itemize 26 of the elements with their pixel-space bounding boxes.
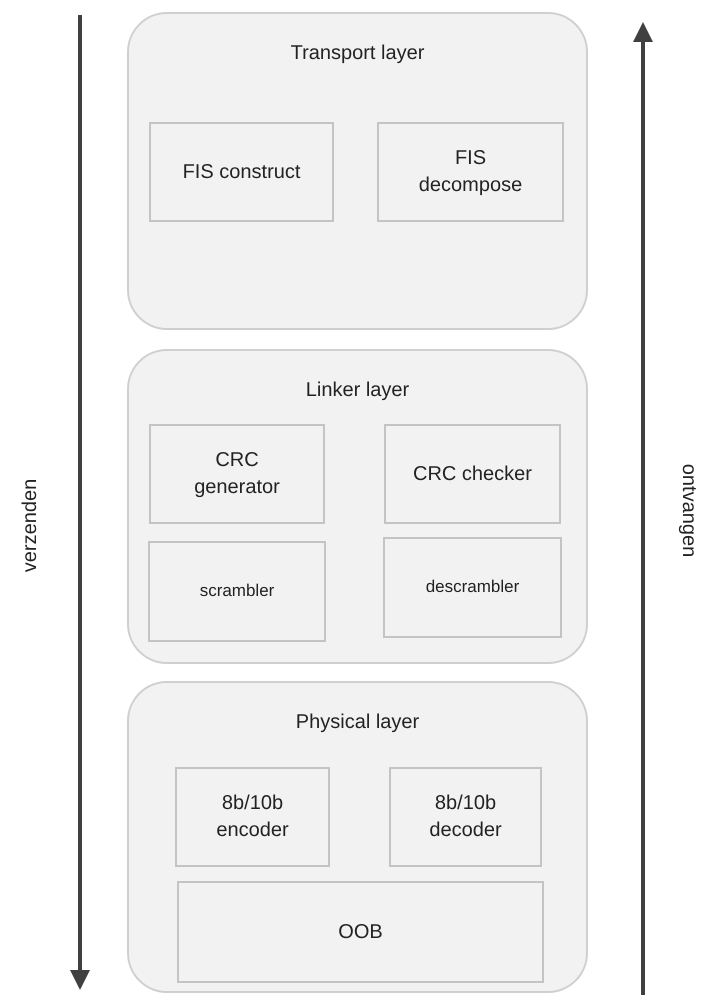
component-box: [177, 881, 544, 983]
component-box: [148, 541, 326, 642]
component-label: 8b/10b encoder: [215, 791, 290, 843]
layer-panel: [127, 12, 588, 330]
component-label: OOB: [338, 920, 383, 944]
layer-title: Transport layer: [290, 42, 426, 65]
component-label: descrambler: [426, 576, 520, 598]
component-label: CRC checker: [413, 462, 532, 486]
component-label: FIS decompose: [418, 146, 524, 198]
layer-panel: [127, 349, 588, 664]
component-label: CRC generator: [193, 448, 281, 500]
direction-label: ontvangen: [676, 463, 700, 557]
component-box: [149, 424, 325, 524]
component-box: [149, 122, 334, 222]
component-box: [377, 122, 564, 222]
component-box: [384, 424, 561, 524]
direction-label: verzenden: [18, 478, 42, 572]
component-box: [383, 537, 562, 638]
layer-title: Linker layer: [304, 379, 410, 402]
component-label: 8b/10b decoder: [428, 791, 503, 843]
component-box: [389, 767, 542, 867]
component-box: [175, 767, 330, 867]
layer-panel: [127, 681, 588, 993]
component-label: scrambler: [200, 580, 274, 602]
component-label: FIS construct: [182, 160, 300, 184]
layer-title: Physical layer: [294, 711, 420, 734]
